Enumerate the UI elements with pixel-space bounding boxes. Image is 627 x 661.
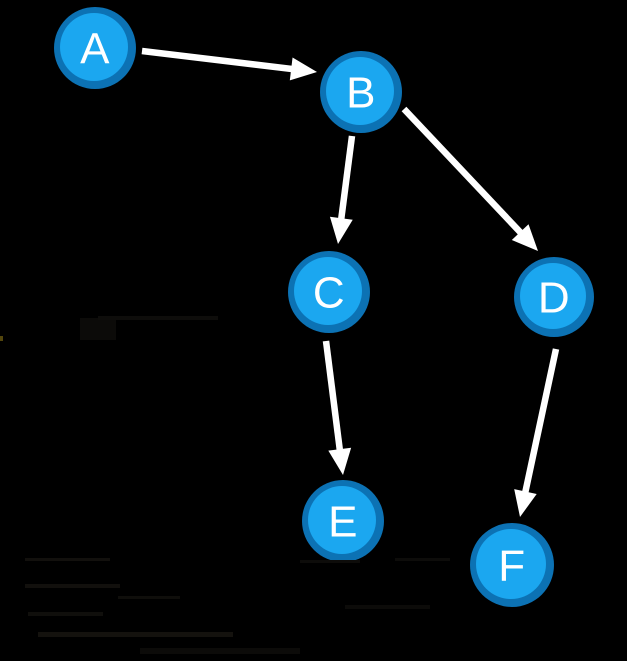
node-C[interactable]: C: [288, 251, 370, 333]
node-body: [476, 529, 546, 599]
edge-C-E: [322, 340, 352, 475]
node-body: [60, 13, 128, 81]
node-A[interactable]: A: [54, 7, 136, 89]
edge-line: [141, 47, 297, 73]
node-body: [520, 263, 586, 329]
node-label: E: [328, 498, 358, 547]
node-label: A: [80, 25, 110, 74]
edge-line: [337, 135, 356, 224]
node-label: F: [498, 542, 525, 591]
edge-B-D: [401, 106, 538, 251]
edge-line: [401, 106, 526, 238]
node-label: D: [538, 274, 570, 323]
arrowhead-icon: [328, 447, 352, 475]
edge-line: [322, 340, 344, 455]
edge-D-F: [514, 348, 560, 517]
node-label: C: [313, 269, 345, 318]
node-D[interactable]: D: [514, 257, 594, 337]
edge-line: [521, 348, 560, 498]
arrowhead-icon: [289, 57, 317, 81]
node-body: [308, 486, 376, 554]
node-F[interactable]: F: [470, 523, 554, 607]
node-label: B: [346, 69, 376, 118]
arrowhead-icon: [511, 224, 538, 251]
edge-A-B: [141, 47, 317, 81]
node-B[interactable]: B: [320, 51, 402, 133]
node-body: [294, 257, 362, 325]
arrowhead-icon: [329, 216, 353, 244]
edge-B-C: [329, 135, 356, 244]
node-E[interactable]: E: [302, 480, 384, 562]
arrowhead-icon: [514, 489, 537, 517]
node-body: [326, 57, 394, 125]
